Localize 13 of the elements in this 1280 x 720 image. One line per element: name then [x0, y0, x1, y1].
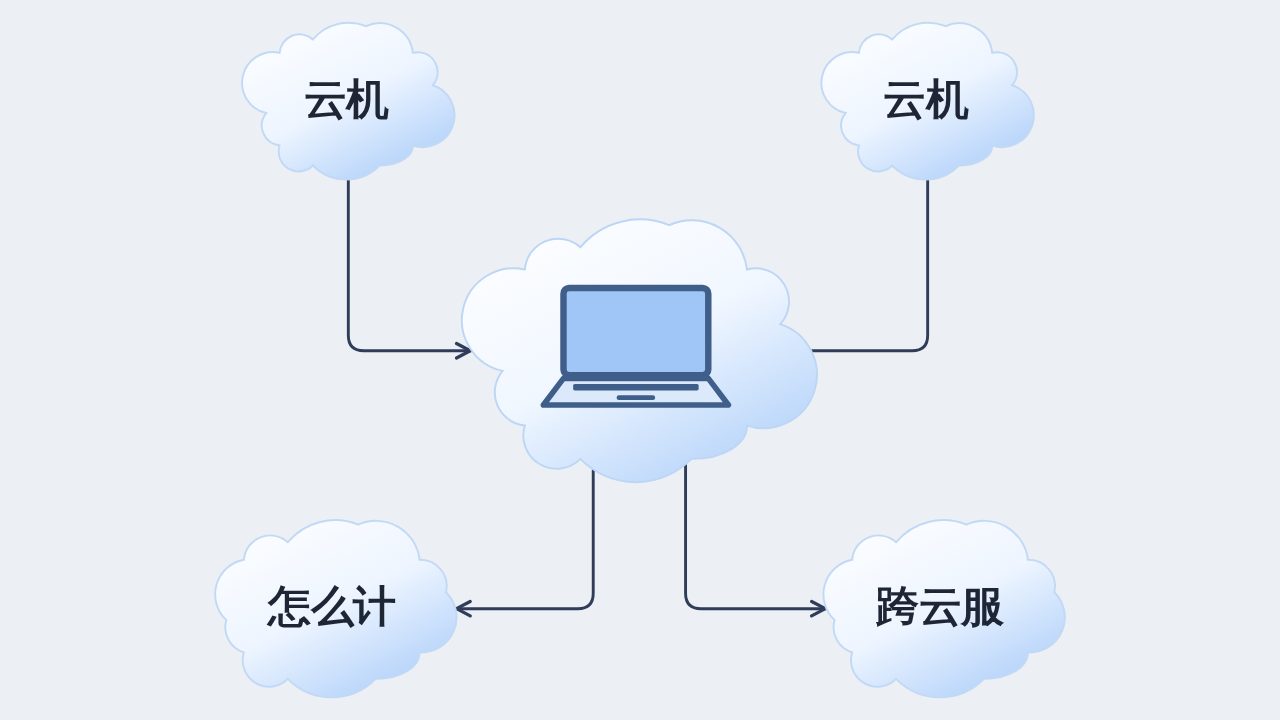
node-label: 怎么计 [266, 580, 397, 633]
cloud-node [820, 21, 1035, 181]
arrow [684, 463, 828, 618]
cloud-node [214, 519, 458, 699]
cloud-node [460, 218, 818, 483]
node-label: 云机 [302, 73, 390, 126]
cloud-node [241, 21, 456, 181]
node-label: 跨云服 [875, 580, 1005, 633]
cloud-node [822, 519, 1066, 699]
arrow [454, 468, 595, 618]
connector-line [810, 178, 930, 353]
node-label: 云机 [882, 73, 970, 126]
arrow [346, 178, 473, 360]
